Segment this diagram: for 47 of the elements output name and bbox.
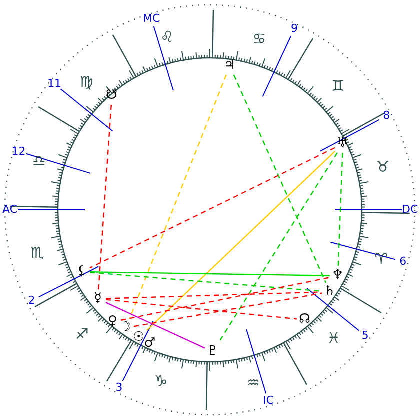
house-label: DC bbox=[402, 202, 418, 218]
house-label: 11 bbox=[48, 76, 62, 92]
zodiac-sign: ♈ bbox=[374, 251, 388, 268]
zodiac-sign: ♊ bbox=[332, 78, 345, 94]
planet-glyph: ♃ bbox=[224, 58, 236, 74]
house-label: 12 bbox=[12, 144, 26, 160]
house-label: 2 bbox=[28, 292, 36, 309]
aspect-line bbox=[233, 74, 327, 284]
house-label: 3 bbox=[116, 380, 123, 396]
aspect-line bbox=[146, 151, 336, 331]
zodiac-sign: ♌ bbox=[160, 29, 174, 46]
planet-glyph: ♂ bbox=[144, 336, 156, 352]
aspect-line bbox=[106, 299, 298, 320]
house-label: AC bbox=[2, 202, 18, 218]
zodiac-sign: ♐ bbox=[75, 326, 89, 342]
zodiac-sign: ♓ bbox=[327, 330, 341, 346]
planet-glyph: ☿ bbox=[94, 291, 102, 307]
aspect-line bbox=[106, 302, 206, 349]
planet-glyph: ♆ bbox=[332, 268, 344, 284]
aspect-line bbox=[98, 104, 112, 290]
planet-glyph: ☉ bbox=[133, 330, 145, 346]
planet-glyph: ♇ bbox=[207, 344, 219, 360]
house-label: 9 bbox=[291, 20, 298, 37]
aspect-line bbox=[134, 292, 322, 328]
aspect-line bbox=[129, 74, 227, 320]
zodiac-sign: ♋ bbox=[252, 30, 266, 47]
zodiac-sign: ♍ bbox=[80, 74, 94, 90]
aspect-line bbox=[338, 152, 344, 268]
planet-glyph: ☽ bbox=[120, 320, 132, 336]
house-label: MC bbox=[143, 10, 160, 27]
house-label: 8 bbox=[383, 108, 390, 124]
planet-glyph: ♄ bbox=[324, 284, 336, 300]
house-label: 6 bbox=[400, 254, 407, 270]
planet-glyph: ♀ bbox=[108, 314, 118, 330]
aspect-line bbox=[90, 272, 322, 292]
zodiac-sign: ♉ bbox=[376, 158, 390, 175]
zodiac-sign: ♑ bbox=[154, 373, 168, 390]
aspect-line bbox=[90, 147, 336, 269]
zodiac-sign: ♏ bbox=[30, 245, 44, 262]
planet-glyph: ☊ bbox=[299, 312, 311, 328]
aspect-line bbox=[90, 272, 330, 276]
zodiac-sign: ♒ bbox=[246, 374, 260, 391]
house-label: IC bbox=[262, 393, 274, 410]
planet-glyph: ♅ bbox=[337, 136, 349, 152]
aspect-line bbox=[218, 152, 338, 344]
house-label: 5 bbox=[362, 328, 369, 344]
aspect-line bbox=[120, 277, 330, 321]
